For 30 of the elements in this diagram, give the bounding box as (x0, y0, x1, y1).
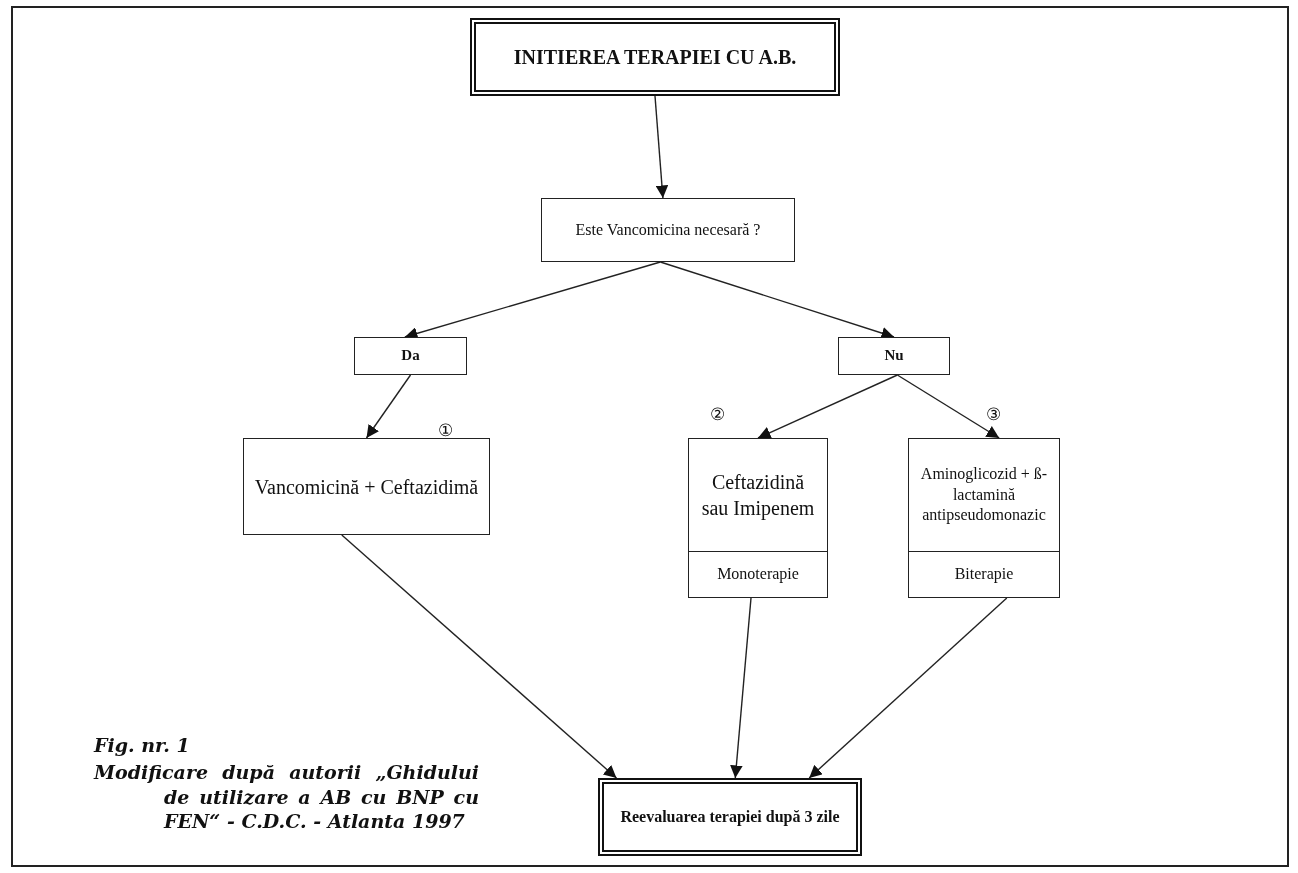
box-text: Da (401, 346, 420, 366)
box-text: Ceftazidină sau Imipenem (700, 470, 816, 521)
start-box (470, 18, 840, 96)
arrow (341, 534, 618, 779)
end-box (598, 778, 862, 856)
arrow (896, 374, 1000, 439)
box-text: INITIEREA TERAPIEI CU A.B. (513, 45, 797, 70)
figure-caption: Fig. nr. 1 (94, 733, 190, 758)
treatment-box (243, 438, 490, 535)
arrow (808, 597, 1008, 779)
arrow (365, 374, 412, 439)
callout-number: ① (438, 420, 453, 441)
callout-number: ② (710, 404, 725, 425)
treatment-box (688, 438, 828, 598)
therapy-type: Biterapie (954, 564, 1014, 585)
box-text: Nu (884, 346, 904, 366)
box-text: Reevaluarea terapiei după 3 zile (620, 806, 840, 828)
decision-box (541, 198, 795, 262)
therapy-type: Monoterapie (717, 564, 799, 585)
answer-box (838, 337, 950, 375)
arrow (730, 597, 752, 779)
callout-number: ③ (986, 404, 1001, 425)
box-text: Este Vancomicina necesară ? (575, 219, 761, 240)
arrow (757, 374, 899, 439)
answer-box (354, 337, 467, 375)
box-text: Aminoglicozid + ß-lactamină antipseudomonazic (919, 463, 1049, 526)
arrow (654, 95, 669, 199)
treatment-box (908, 438, 1060, 598)
source-note: Modificare după autorii „Ghidului de utilizare a AB cu BNP cu FEN“ - C.D.C. - Atlanta 1997 (94, 760, 479, 835)
box-text: Vancomicină + Ceftazidimă (254, 474, 479, 500)
